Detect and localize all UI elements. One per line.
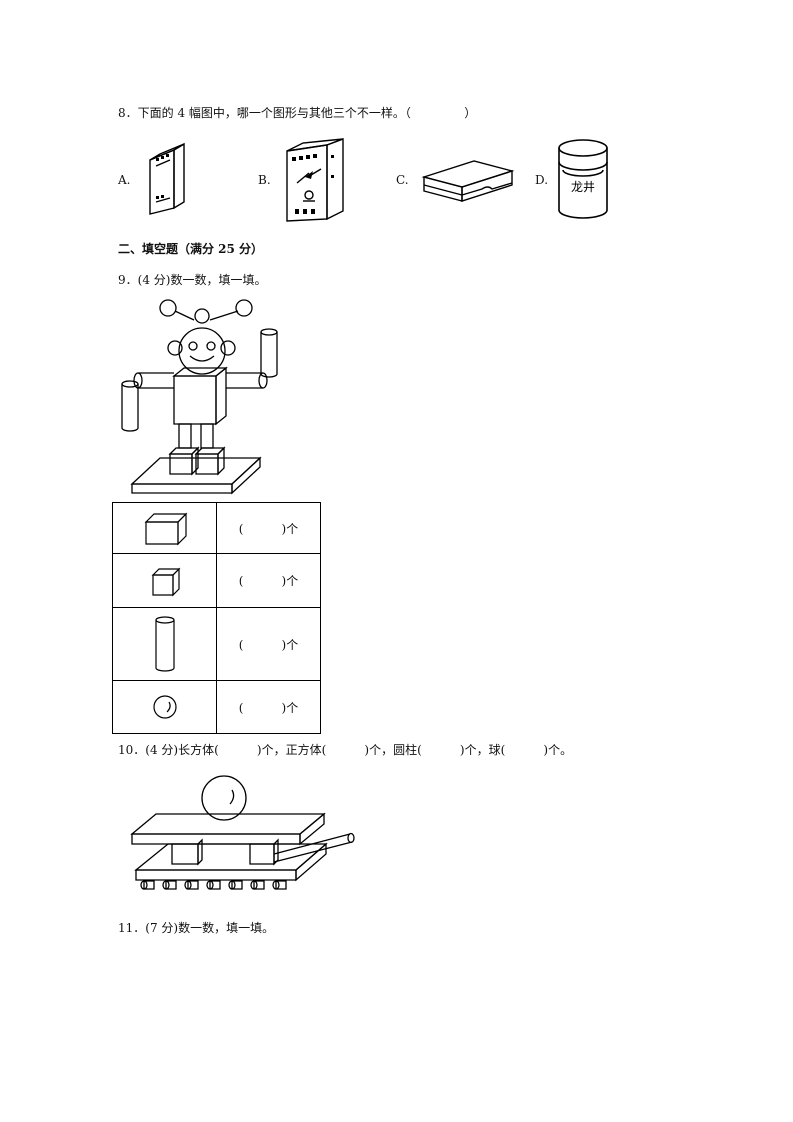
q9-answer-cylinder[interactable]: ( )个 [216, 607, 321, 681]
q8-book-image [149, 142, 185, 215]
q9-count-table: ( )个 ( )个 ( )个 [112, 502, 321, 734]
q9-robot-image [121, 299, 278, 495]
q8-option-d-label: D. [535, 173, 549, 187]
q8-jar-image: 龙井 [558, 139, 608, 219]
q9-text: 9．(4 分)数一数，填一填。 [118, 273, 267, 287]
cylinder-icon [154, 616, 175, 672]
q8-box-image [286, 137, 344, 222]
table-row: ( )个 [112, 607, 321, 681]
sphere-icon [152, 695, 177, 719]
q8-flat-box-image [421, 160, 515, 202]
q8-text: 8．下面的 4 幅图中，哪一个图形与其他三个不一样。（ ） [118, 106, 477, 120]
q11-text: 11．(7 分)数一数，填一填。 [118, 921, 275, 935]
q8-option-c-label: C. [396, 173, 409, 187]
cube-icon [151, 567, 180, 596]
q8-jar-label: 龙井 [571, 180, 595, 194]
q9-answer-cuboid[interactable]: ( )个 [216, 502, 321, 554]
q8-option-b-label: B. [258, 173, 271, 187]
table-row: ( )个 [112, 502, 321, 554]
q10-text: 10．(4 分)长方体( )个，正方体( )个，圆柱( )个，球( )个。 [118, 743, 573, 757]
q10-tank-image [130, 775, 355, 890]
section-2-title: 二、填空题（满分 25 分） [118, 242, 264, 256]
q8-option-a-label: A. [118, 173, 131, 187]
table-row: ( )个 [112, 553, 321, 608]
cuboid-icon [144, 512, 187, 546]
q9-answer-sphere[interactable]: ( )个 [216, 680, 321, 734]
q9-answer-cube[interactable]: ( )个 [216, 553, 321, 608]
table-row: ( )个 [112, 680, 321, 734]
